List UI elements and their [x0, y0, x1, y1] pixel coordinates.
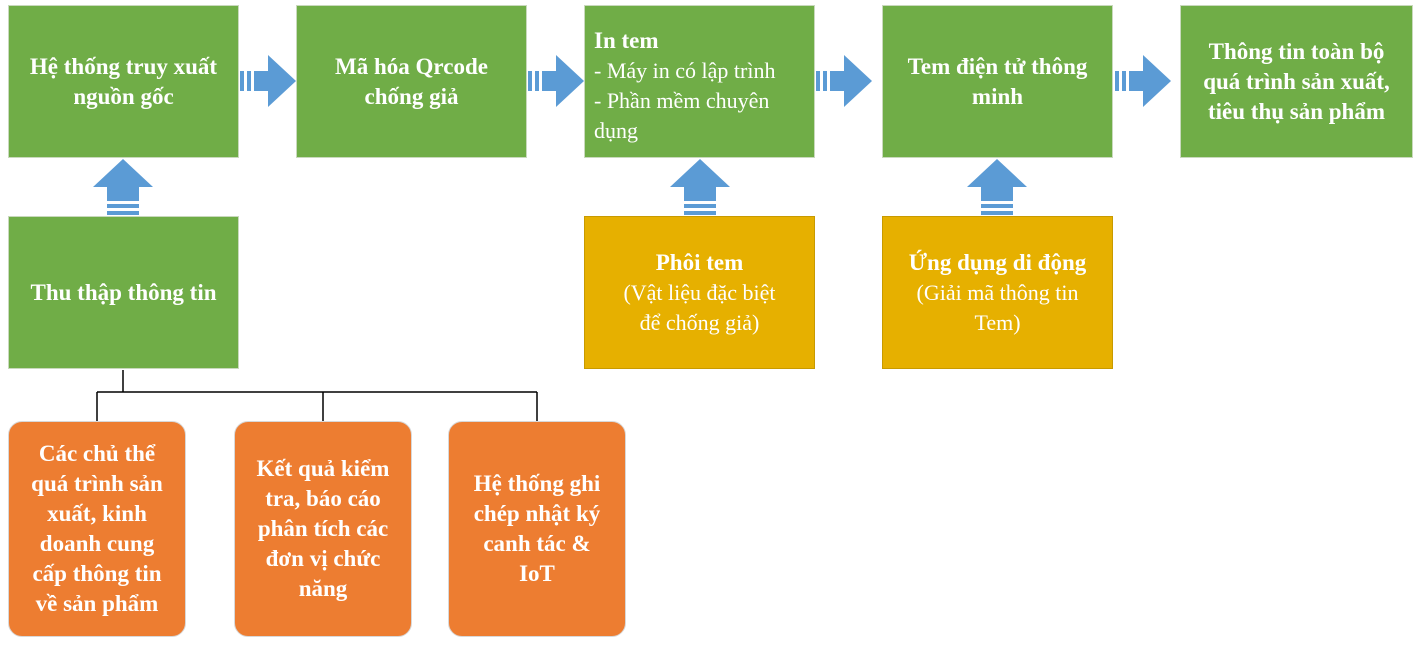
arrow-collect-to-traceability — [93, 159, 153, 215]
stakeholders-line: xuất, kinh — [47, 501, 147, 526]
mobile-app-line1: (Giải mã thông tin — [916, 279, 1079, 305]
logging-line: Hệ thống ghi — [473, 471, 601, 496]
full-info-line1: Thông tin toàn bộ — [1208, 38, 1385, 64]
print-item2: - Phần mềm chuyên — [594, 88, 770, 113]
arrow-qr-to-print — [528, 55, 584, 107]
arrow-mobile-app-to-smart-label — [967, 159, 1027, 215]
traceability-system-box: Hệ thống truy xuất nguồn gốc — [8, 5, 239, 158]
arrow-blank-label-to-print — [670, 159, 730, 215]
print-item3: dụng — [594, 118, 638, 143]
arrow-smart-label-to-full-info — [1115, 55, 1171, 107]
collect-info-box: Thu thập thông tin — [8, 216, 239, 369]
test-results-line: năng — [298, 576, 348, 601]
logging-system-box: Hệ thống ghi chép nhật ký canh tác & IoT — [448, 421, 626, 637]
mobile-app-title: Ứng dụng di động — [908, 249, 1087, 275]
qr-encoding-box: Mã hóa Qrcode chống giả — [296, 5, 527, 158]
stakeholders-line: về sản phẩm — [35, 591, 159, 616]
test-results-box: Kết quả kiểm tra, báo cáo phân tích các … — [234, 421, 412, 637]
logging-line: IoT — [519, 561, 555, 586]
tree-connector — [96, 370, 538, 421]
test-results-line: tra, báo cáo — [265, 486, 381, 511]
print-item1: - Máy in có lập trình — [594, 58, 776, 83]
blank-label-box: Phôi tem (Vật liệu đặc biệt để chống giả… — [584, 216, 815, 369]
full-info-line3: tiêu thụ sản phẩm — [1207, 98, 1386, 124]
arrow-traceability-to-qr — [240, 55, 296, 107]
logging-line: chép nhật ký — [473, 501, 601, 526]
collect-label: Thu thập thông tin — [30, 279, 217, 305]
mobile-app-box: Ứng dụng di động (Giải mã thông tin Tem) — [882, 216, 1113, 369]
test-results-line: phân tích các — [257, 516, 389, 541]
qr-line2: chống giả — [364, 83, 459, 109]
full-info-box: Thông tin toàn bộ quá trình sản xuất, ti… — [1180, 5, 1413, 158]
test-results-line: đơn vị chức — [265, 546, 381, 571]
blank-label-line1: (Vật liệu đặc biệt — [623, 279, 776, 305]
full-info-line2: quá trình sản xuất, — [1203, 68, 1390, 94]
qr-line1: Mã hóa Qrcode — [335, 53, 488, 79]
stakeholders-box: Các chủ thể quá trình sản xuất, kinh doa… — [8, 421, 186, 637]
logging-line: canh tác & — [483, 531, 591, 556]
smart-label-box: Tem điện tử thông minh — [882, 5, 1113, 158]
print-label-box: In tem - Máy in có lập trình - Phần mềm … — [584, 5, 815, 158]
print-title: In tem — [594, 28, 659, 53]
mobile-app-line2: Tem) — [974, 309, 1021, 335]
stakeholders-line: cấp thông tin — [32, 561, 162, 586]
traceability-line1: Hệ thống truy xuất — [29, 53, 218, 79]
stakeholders-line: doanh cung — [39, 531, 155, 556]
blank-label-line2: để chống giả) — [639, 309, 760, 335]
smart-label-line1: Tem điện tử thông — [907, 53, 1088, 79]
stakeholders-line: Các chủ thể — [38, 441, 156, 466]
stakeholders-line: quá trình sản — [31, 471, 163, 496]
traceability-line2: nguồn gốc — [73, 83, 174, 109]
arrow-print-to-smart-label — [816, 55, 872, 107]
smart-label-line2: minh — [971, 83, 1024, 109]
test-results-line: Kết quả kiểm — [256, 456, 390, 481]
blank-label-title: Phôi tem — [655, 249, 744, 275]
